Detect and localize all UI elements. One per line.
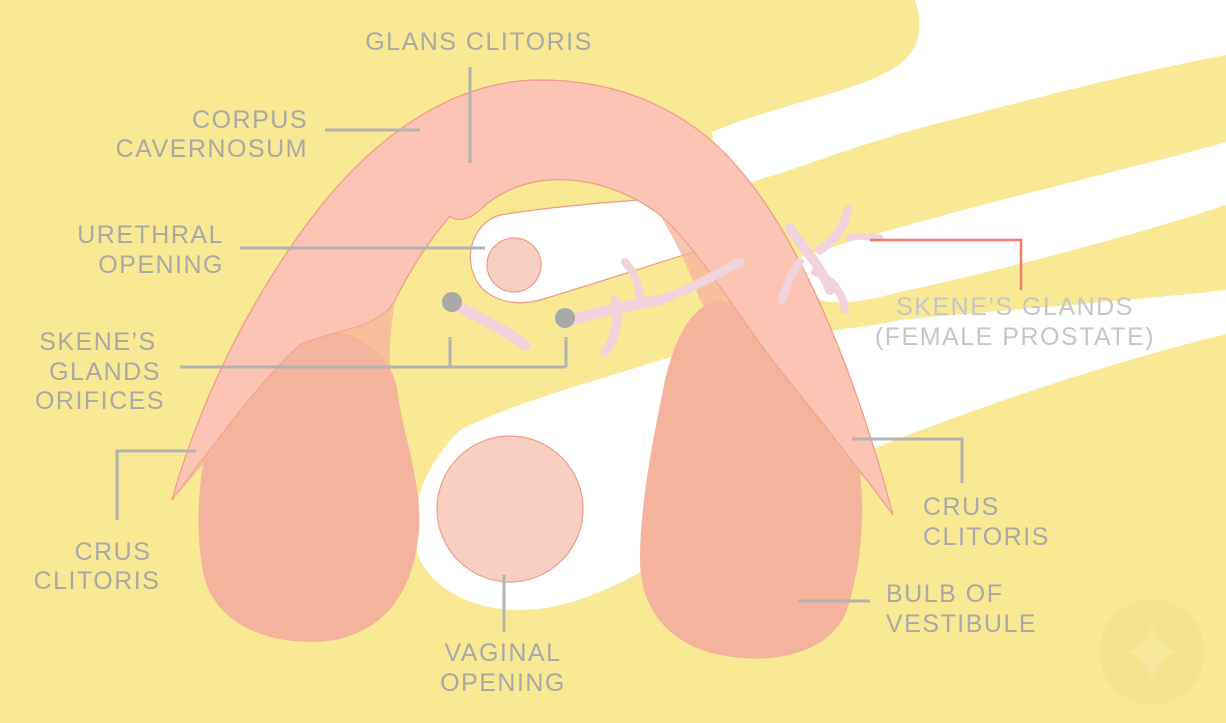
label-glans-clitoris: GLANS CLITORIS — [365, 28, 593, 56]
label-urethral-line2: OPENING — [98, 251, 224, 279]
label-corpus-line2: CAVERNOSUM — [116, 135, 308, 163]
label-bulb-line2: VESTIBULE — [886, 610, 1037, 638]
label-crus-left-line1: CRUS — [75, 538, 152, 566]
label-crus-left-line2: CLITORIS — [34, 567, 161, 595]
skenes-orifice-left — [442, 292, 462, 312]
white-region-top-right — [712, 0, 1226, 190]
label-crus-right-line1: CRUS — [923, 493, 1000, 521]
leader-orifices — [180, 337, 568, 369]
skenes-orifice-right — [555, 308, 575, 328]
label-orifices-line1: SKENE’S — [39, 328, 156, 356]
sparkle-icon — [1099, 599, 1205, 705]
leader-crus-left — [115, 449, 196, 520]
label-corpus-line1: CORPUS — [192, 106, 308, 134]
label-orifices-line2: GLANDS — [49, 358, 161, 386]
label-skenes-line2: (FEMALE PROSTATE) — [875, 323, 1155, 351]
label-bulb-line1: BULB OF — [886, 580, 1003, 608]
label-crus-right-line2: CLITORIS — [923, 523, 1050, 551]
label-skenes-line1: SKENE’S GLANDS — [896, 293, 1134, 321]
label-vaginal-line2: OPENING — [440, 669, 566, 697]
arch-shade-right — [660, 215, 893, 515]
urethral-opening-shape — [486, 237, 542, 293]
skenes-glands — [449, 205, 884, 357]
label-orifices-line3: ORIFICES — [35, 387, 165, 415]
label-urethral-line1: URETHRAL — [77, 221, 224, 249]
label-vaginal-line1: VAGINAL — [444, 639, 561, 667]
vaginal-opening-shape — [436, 435, 584, 583]
white-region-right-band — [792, 142, 1226, 303]
leader-crus-right — [852, 437, 964, 483]
arch-shade-left — [172, 300, 395, 500]
leader-skenes-glands — [870, 238, 1023, 290]
